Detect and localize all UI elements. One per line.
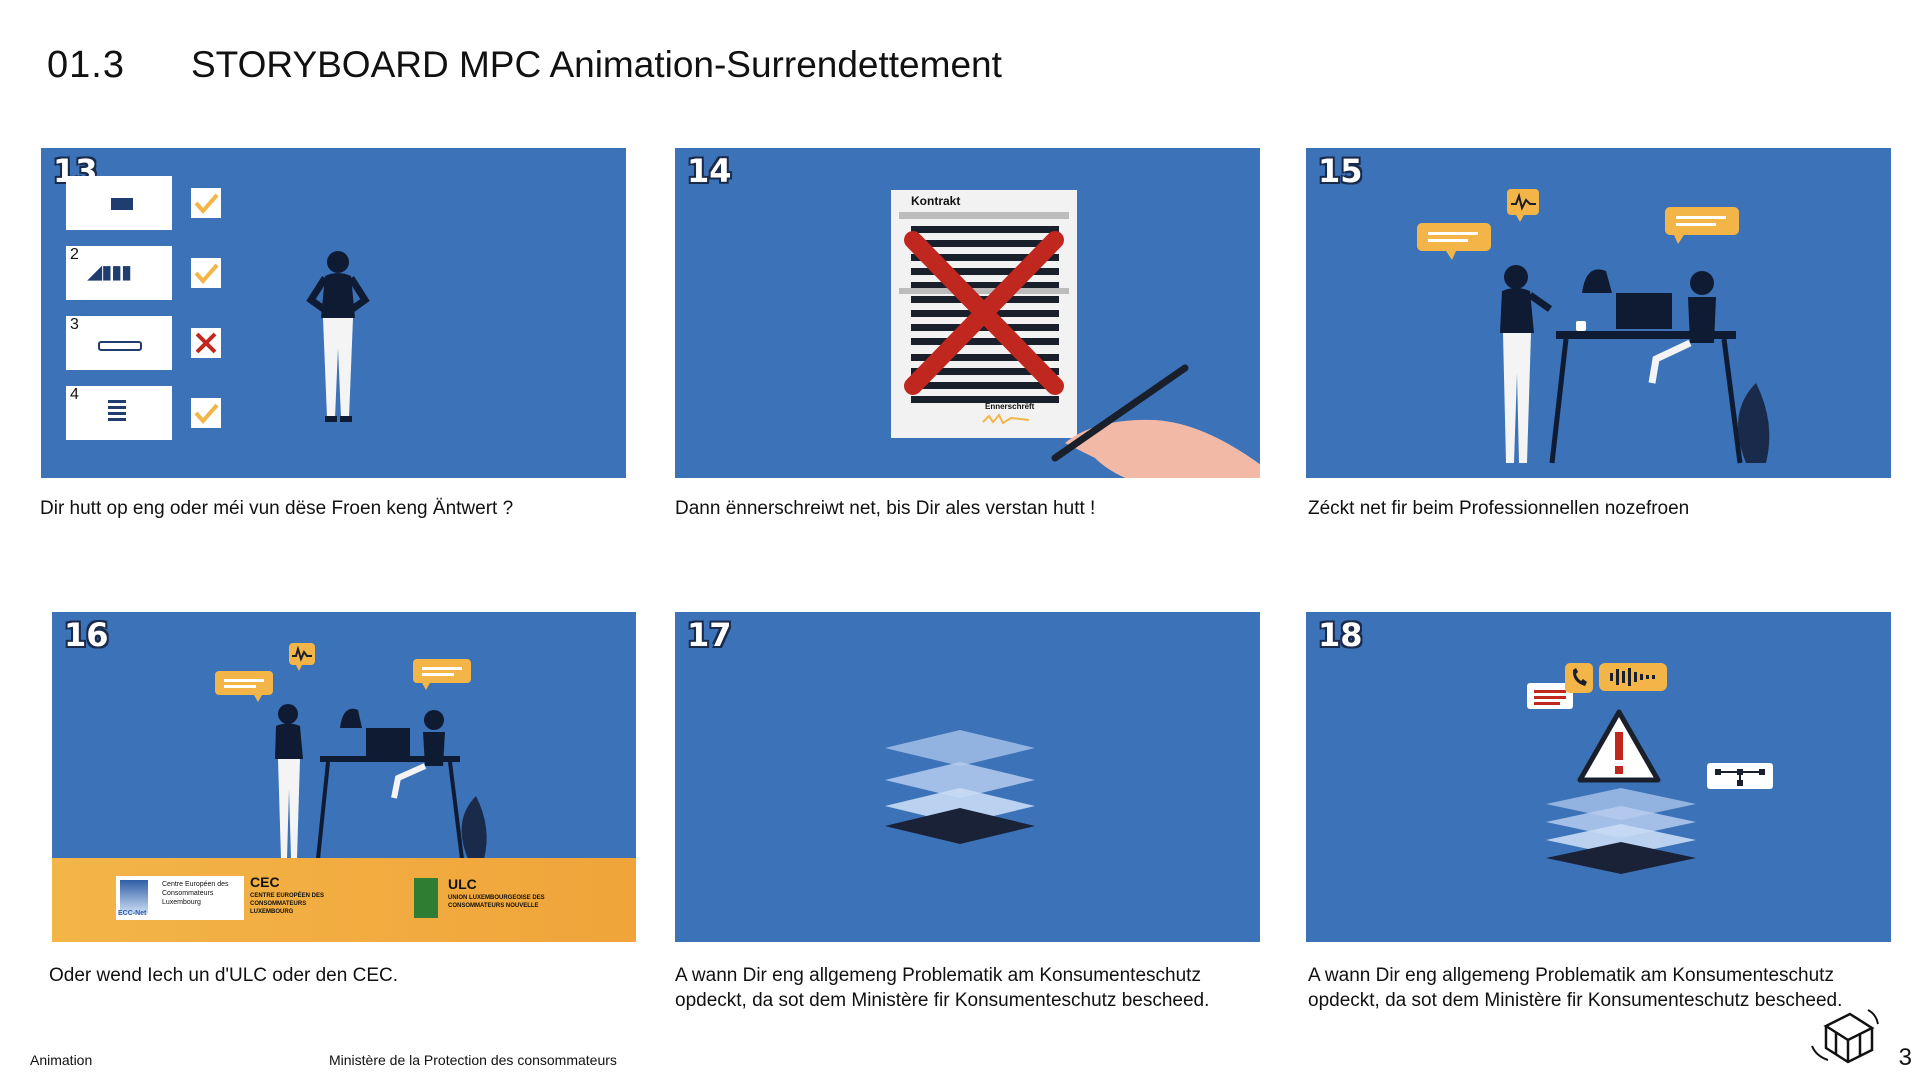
- cec-small-text: Centre Européen des Consommateurs Luxemb…: [162, 881, 229, 906]
- panel-16-caption: Oder wend Iech un d'ULC oder den CEC.: [49, 965, 398, 986]
- card-number: 4: [70, 386, 79, 403]
- signature-label: Ennerschrëft: [985, 402, 1035, 411]
- phone-icon: [1565, 663, 1593, 693]
- brand-mark-icon: [1811, 1009, 1879, 1064]
- caption-line: A wann Dir eng allgemeng Problematik am …: [675, 965, 1201, 986]
- cec-name: CEC: [250, 874, 280, 890]
- document-layers-illustration: [1546, 788, 1696, 874]
- panel-13-caption: Dir hutt op eng oder méi vun dëse Froen …: [40, 498, 514, 519]
- speech-bubble-icon: [215, 671, 273, 702]
- footer-ministry: Ministère de la Protection des consommat…: [329, 1052, 617, 1068]
- speech-bubble-icon: [413, 659, 471, 690]
- network-icon: [1707, 763, 1773, 789]
- ulc-logo: [414, 878, 438, 918]
- page-number: 3: [1898, 1044, 1912, 1071]
- speech-bubble-icon: [1507, 189, 1539, 222]
- list-card: [1527, 683, 1573, 709]
- storyboard-panel-17: 17: [675, 612, 1260, 942]
- storyboard-panel-18: 18: [1306, 612, 1891, 942]
- footer-left: Animation: [30, 1052, 93, 1068]
- contract-document: Kontrakt Ennerschrëft: [891, 190, 1077, 438]
- panel-number: 14: [687, 152, 732, 190]
- storyboard-panel-15: 15: [1306, 148, 1891, 478]
- panel-14-caption: Dann ënnerschreiwt net, bis Dir ales ver…: [675, 498, 1096, 519]
- check-icon: [191, 398, 221, 428]
- panel-number: 18: [1318, 616, 1363, 654]
- panel-number: 17: [687, 616, 732, 654]
- caption-line: opdeckt, da sot dem Ministère fir Konsum…: [1308, 990, 1843, 1011]
- warning-icon: [1577, 709, 1661, 783]
- panel-17-caption: A wann Dir eng allgemeng Problematik am …: [675, 963, 1209, 1013]
- card-number: 3: [70, 316, 79, 333]
- ulc-name: ULC: [448, 876, 477, 892]
- section-number: 01.3: [47, 44, 125, 86]
- speech-bubble-icon: [1665, 207, 1739, 244]
- woman-figure: [306, 251, 370, 422]
- panel-15-caption: Zéckt net fir beim Professionnellen noze…: [1308, 498, 1690, 519]
- panel-18-caption: A wann Dir eng allgemeng Problematik am …: [1308, 963, 1842, 1013]
- speech-bubble-icon: [289, 643, 315, 671]
- question-card-1: [66, 176, 172, 230]
- card-number: 2: [70, 246, 79, 263]
- panel-number: 15: [1318, 152, 1363, 190]
- question-card-4: 4: [66, 386, 172, 440]
- check-icon: [191, 258, 221, 288]
- storyboard-panel-16: 16 ECC-Net Centre Européen des Consommat…: [52, 612, 636, 942]
- question-card-3: 3: [66, 316, 172, 370]
- check-icon: [191, 188, 221, 218]
- panel-number: 16: [64, 616, 109, 654]
- cec-full-name: CENTRE EUROPÉEN DES CONSOMMATEURS LUXEMB…: [250, 893, 325, 915]
- question-card-2: 2 ◢▮▮▮: [66, 246, 172, 300]
- hand-with-pen: [1051, 364, 1260, 478]
- caption-line: opdeckt, da sot dem Ministère fir Konsum…: [675, 990, 1210, 1011]
- document-title: Kontrakt: [911, 194, 961, 208]
- storyboard-panel-14: 14 Kontrakt Ennerschrëft: [675, 148, 1260, 478]
- cross-icon: [904, 231, 1064, 395]
- organisations-banner: ECC-Net Centre Européen des Consommateur…: [52, 858, 636, 942]
- speech-bubble-icon: [1417, 223, 1491, 260]
- page-title: STORYBOARD MPC Animation-Surrendettement: [191, 44, 1002, 85]
- cross-icon: [191, 328, 221, 358]
- cec-logo: ECC-Net Centre Européen des Consommateur…: [116, 876, 244, 920]
- document-layers-illustration: [885, 730, 1035, 844]
- ulc-full-name: UNION LUXEMBOURGEOISE DES CONSOMMATEURS …: [448, 895, 545, 909]
- cec-badge: ECC-Net: [118, 910, 147, 917]
- caption-line: A wann Dir eng allgemeng Problematik am …: [1308, 965, 1834, 986]
- storyboard-panel-13: 13 2 ◢▮▮▮ 3 4: [41, 148, 626, 478]
- consultation-scene: [1500, 265, 1770, 464]
- audio-wave-icon: [1599, 663, 1667, 691]
- consultation-scene: [275, 704, 487, 860]
